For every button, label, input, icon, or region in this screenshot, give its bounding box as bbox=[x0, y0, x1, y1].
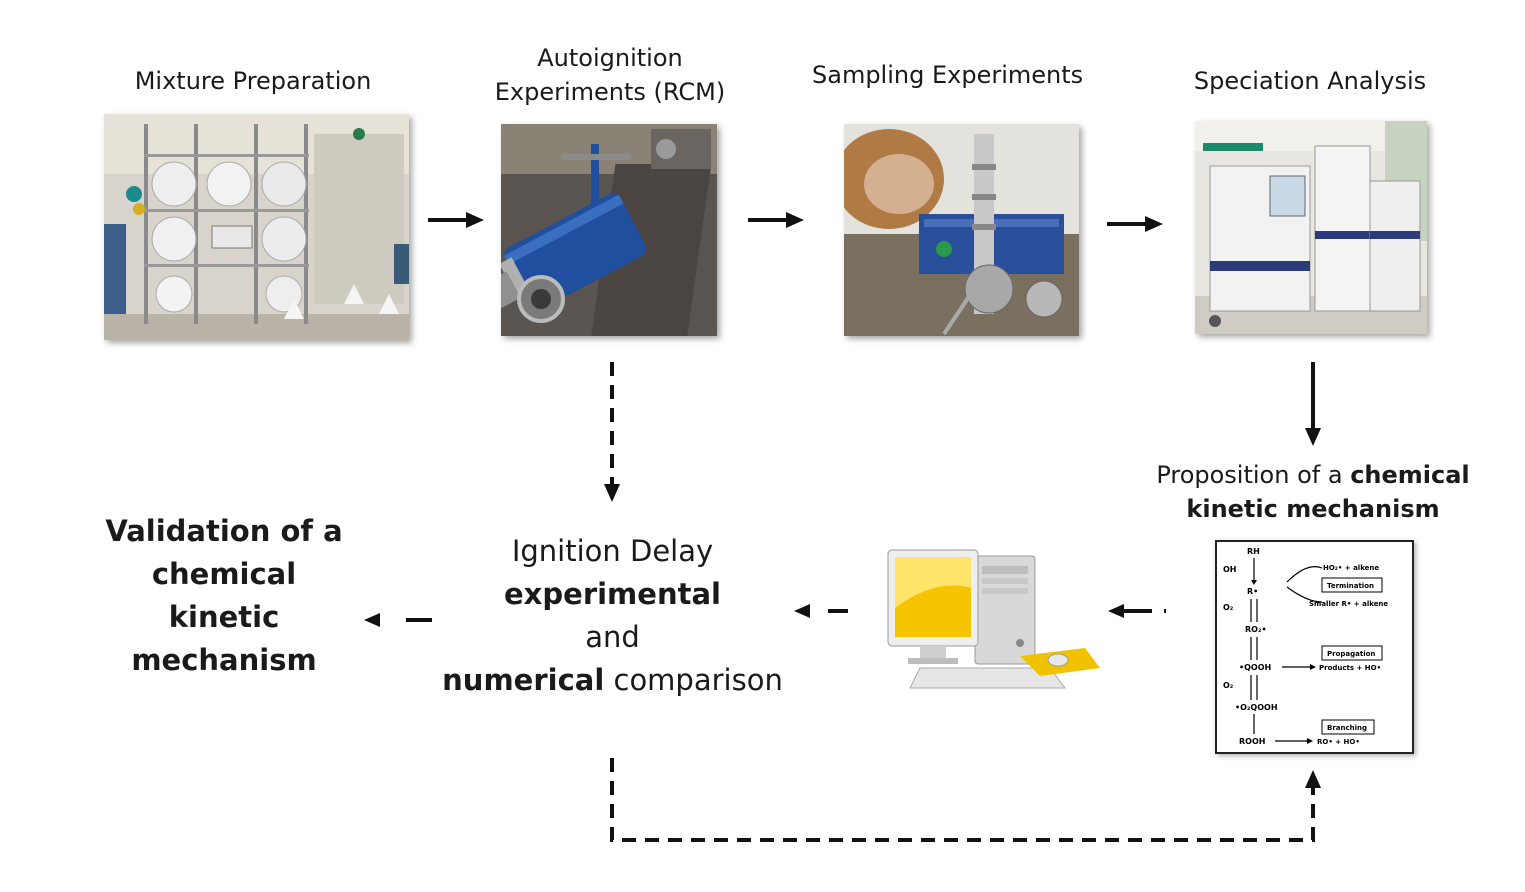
mech-ro2: RO₂• bbox=[1245, 625, 1267, 634]
mech-ho2-alkene: HO₂• + alkene bbox=[1323, 564, 1379, 572]
rcm-photo bbox=[501, 124, 717, 336]
comparison-line1: Ignition Delay bbox=[511, 534, 714, 568]
validation-line3: kinetic bbox=[168, 600, 280, 634]
arrow-rcm-to-sampling bbox=[748, 212, 804, 228]
mixture-preparation-photo bbox=[104, 114, 409, 340]
validation-line2: chemical bbox=[151, 557, 297, 591]
comparison-text: Ignition Delay experimental and numerica… bbox=[440, 530, 785, 702]
mech-branching: Branching bbox=[1327, 724, 1367, 732]
arrow-mechanism-to-computer bbox=[1108, 604, 1166, 618]
mech-qooh: •QOOH bbox=[1239, 663, 1271, 672]
sampling-photo bbox=[844, 124, 1079, 336]
mech-o2-a: O₂ bbox=[1223, 603, 1234, 612]
computer-illustration bbox=[880, 548, 1105, 698]
arrow-comparison-to-validation bbox=[364, 613, 432, 627]
autoignition-title-line1: Autoignition bbox=[537, 44, 683, 72]
arrow-computer-to-comparison bbox=[794, 604, 848, 618]
validation-text: Validation of a chemical kinetic mechani… bbox=[100, 510, 348, 682]
arrow-sampling-to-speciation bbox=[1107, 216, 1163, 232]
validation-line4: mechanism bbox=[131, 643, 317, 677]
speciation-analysis-title: Speciation Analysis bbox=[1193, 67, 1427, 95]
mech-propagation: Propagation bbox=[1327, 650, 1375, 658]
proposition-title: Proposition of a chemical kinetic mechan… bbox=[1148, 458, 1478, 526]
proposition-bold-line2: kinetic mechanism bbox=[1186, 495, 1440, 523]
arrow-comparison-to-mechanism-loop bbox=[610, 758, 1321, 842]
mech-rooh: ROOH bbox=[1239, 737, 1265, 746]
mech-oh: OH bbox=[1223, 565, 1237, 574]
proposition-bold-text: chemical bbox=[1350, 461, 1470, 489]
proposition-title-line1: Proposition of a chemical bbox=[1148, 458, 1478, 492]
autoignition-title: Autoignition Experiments (RCM) bbox=[480, 41, 740, 109]
mech-products: Products + HO• bbox=[1319, 664, 1381, 672]
autoignition-title-line2: Experiments (RCM) bbox=[494, 78, 726, 106]
arrow-mixture-to-rcm bbox=[428, 212, 484, 228]
comparison-bold-numerical: numerical bbox=[442, 663, 605, 697]
arrow-rcm-to-comparison bbox=[604, 362, 620, 502]
mech-o2qooh: •O₂QOOH bbox=[1235, 703, 1278, 712]
mech-smaller: Smaller R• + alkene bbox=[1309, 600, 1388, 608]
mixture-preparation-title: Mixture Preparation bbox=[134, 67, 372, 95]
comparison-normal-comparison: comparison bbox=[604, 663, 783, 697]
comparison-line3: and bbox=[585, 620, 640, 654]
speciation-photo bbox=[1195, 121, 1427, 334]
sampling-experiments-title: Sampling Experiments bbox=[812, 61, 1084, 89]
arrow-speciation-to-proposition bbox=[1305, 362, 1321, 446]
proposition-normal-text: Proposition of a bbox=[1156, 461, 1351, 489]
comparison-line4: numerical comparison bbox=[440, 659, 785, 702]
mech-rh: RH bbox=[1247, 547, 1260, 556]
mech-r: R• bbox=[1247, 587, 1258, 596]
mech-o2-b: O₂ bbox=[1223, 681, 1234, 690]
mechanism-scheme: RH OH R• O₂ RO₂• •QOOH O₂ •O₂QOOH ROOH H… bbox=[1215, 540, 1414, 754]
validation-line1: Validation of a bbox=[105, 514, 343, 548]
comparison-line2: experimental bbox=[504, 577, 721, 611]
mech-ro-ho: RO• + HO• bbox=[1317, 738, 1360, 746]
mech-termination: Termination bbox=[1327, 582, 1374, 590]
proposition-title-line2: kinetic mechanism bbox=[1148, 492, 1478, 526]
